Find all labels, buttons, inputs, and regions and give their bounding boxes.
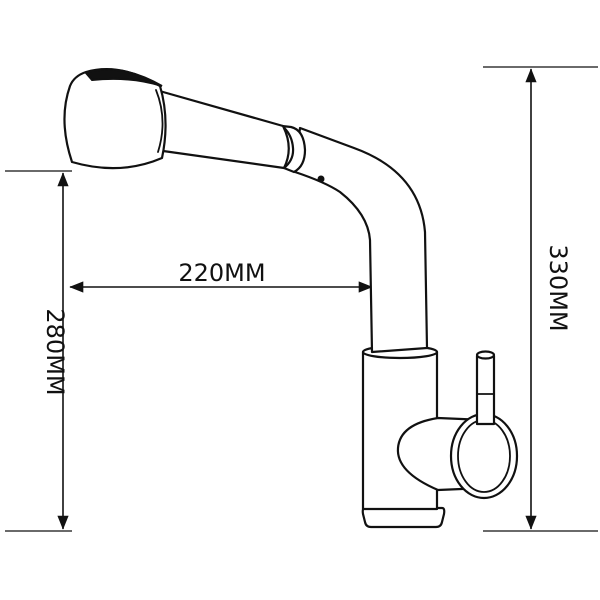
handle-lever-tip — [475, 350, 496, 360]
spray-head-top-cap — [84, 68, 163, 87]
handle-lever — [475, 354, 496, 426]
pull-out-hose — [154, 88, 290, 170]
spout-button-dot — [317, 175, 325, 183]
reach-label: 220MM — [178, 259, 265, 287]
faucet-base — [361, 506, 446, 529]
spout-height-label: 280MM — [41, 308, 69, 395]
spray-head — [63, 68, 167, 170]
handle-cap — [449, 412, 519, 500]
faucet-illustration — [63, 68, 519, 529]
spray-head-seam — [155, 89, 164, 153]
total-height-label: 330MM — [544, 244, 572, 331]
faucet-spout-neck — [293, 126, 429, 354]
